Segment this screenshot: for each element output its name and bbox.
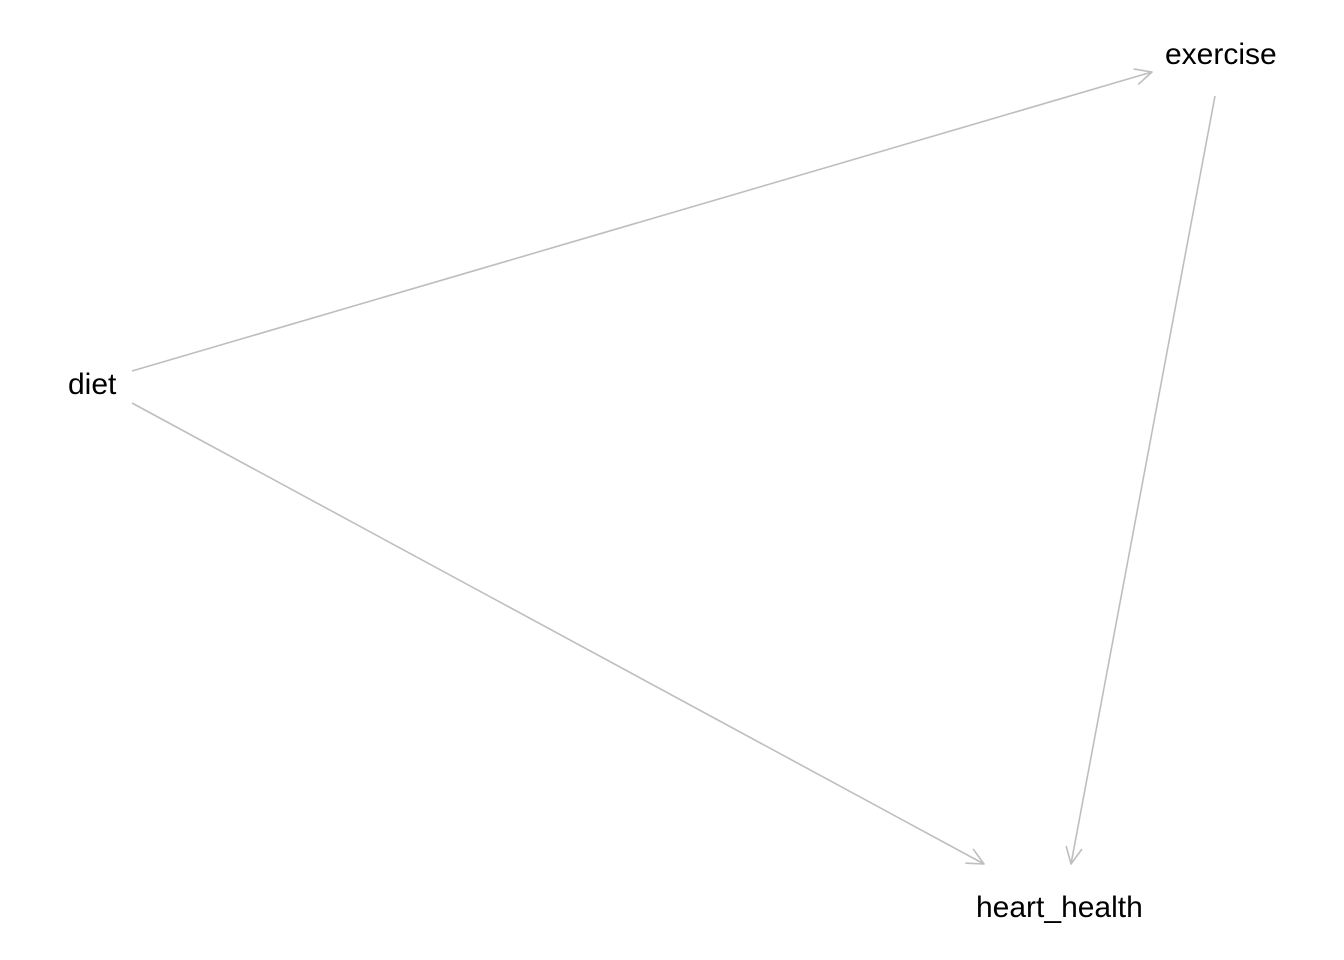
node-heart-health: heart_health bbox=[976, 891, 1143, 924]
arrowhead-diet-to-heart-health bbox=[965, 848, 985, 865]
edge-diet-to-exercise bbox=[131, 71, 1153, 372]
edges-group bbox=[131, 68, 1216, 865]
edge-diet-to-heart-health bbox=[131, 402, 985, 865]
arrowhead-exercise-to-heart-health bbox=[1065, 845, 1083, 865]
nodes-group: diet exercise heart_health bbox=[68, 38, 1277, 924]
node-exercise: exercise bbox=[1165, 38, 1277, 71]
node-diet: diet bbox=[68, 368, 117, 401]
edge-exercise-to-heart-health bbox=[1070, 95, 1216, 865]
arrowhead-diet-to-exercise bbox=[1133, 68, 1153, 85]
